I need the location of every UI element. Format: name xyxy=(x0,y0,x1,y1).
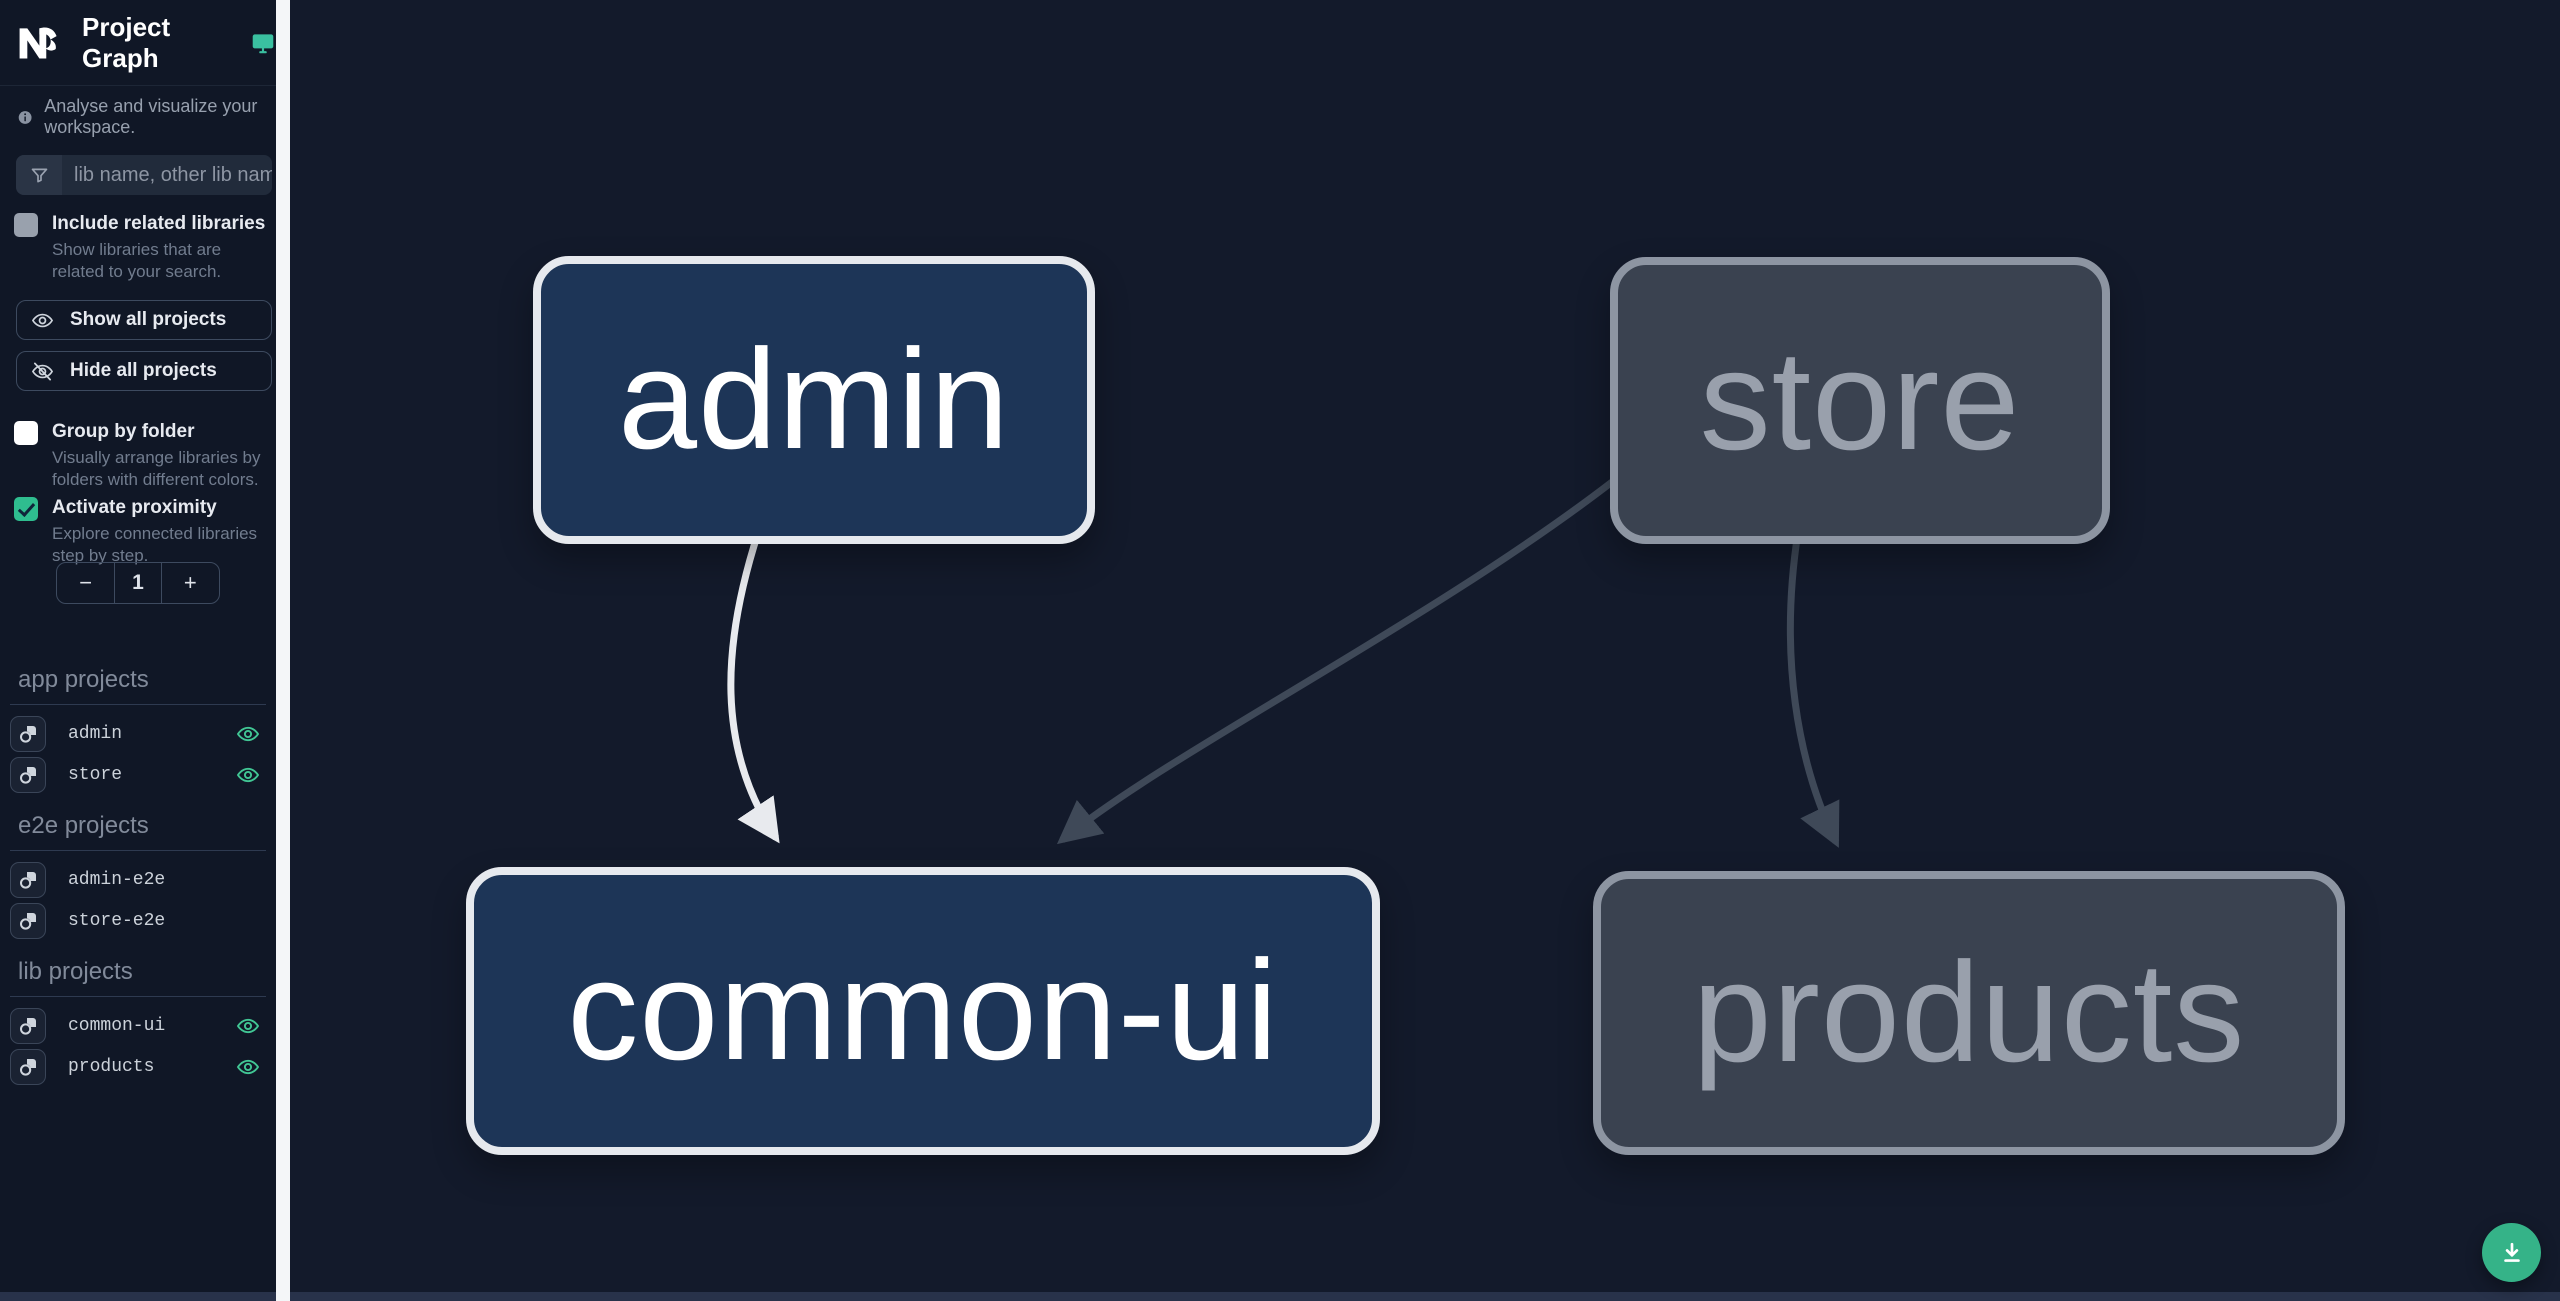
nx-logo-icon xyxy=(19,27,57,58)
focus-project-button[interactable] xyxy=(10,1048,46,1085)
activate-proximity-checkbox[interactable] xyxy=(14,497,38,521)
graph-node-label: products xyxy=(1692,933,2246,1092)
info-icon xyxy=(18,110,32,124)
project-row-admin: admin xyxy=(10,713,266,754)
graph-node-products[interactable]: products xyxy=(1593,871,2345,1155)
filter-funnel-icon xyxy=(16,155,62,195)
project-row-admin-e2e: admin-e2e xyxy=(10,859,266,900)
proximity-decrement-button[interactable]: − xyxy=(57,563,114,603)
graph-node-label: admin xyxy=(618,320,1010,479)
section-app-projects: app projects admin xyxy=(10,666,266,795)
focus-project-button[interactable] xyxy=(10,756,46,793)
focus-project-button[interactable] xyxy=(10,1007,46,1044)
edge-store-to-products xyxy=(1786,531,1840,848)
focus-icon xyxy=(20,766,36,784)
focus-icon xyxy=(20,871,36,889)
section-title: e2e projects xyxy=(10,812,266,851)
focus-project-button[interactable] xyxy=(10,861,46,898)
proximity-stepper: − 1 + xyxy=(56,562,220,604)
graph-node-common-ui[interactable]: common-ui xyxy=(466,867,1380,1155)
section-lib-projects: lib projects common-ui xyxy=(10,958,266,1087)
graph-node-store[interactable]: store xyxy=(1610,257,2110,544)
project-visible-eye-icon[interactable] xyxy=(236,763,260,787)
focus-icon xyxy=(20,912,36,930)
eye-off-icon xyxy=(31,361,54,381)
focus-project-button[interactable] xyxy=(10,715,46,752)
focus-icon xyxy=(20,1058,36,1076)
project-name: store xyxy=(68,764,123,785)
group-by-folder-label: Group by folder xyxy=(52,421,195,442)
eye-icon xyxy=(31,313,54,327)
edge-admin-to-common-ui xyxy=(727,531,780,844)
sidebar-header: Project Graph xyxy=(0,0,276,86)
search-box xyxy=(16,155,272,195)
graph-node-admin[interactable]: admin xyxy=(533,256,1095,544)
show-all-projects-label: Show all projects xyxy=(70,309,227,330)
sidebar: Project Graph Analyse and visualize your… xyxy=(0,0,276,1292)
show-all-projects-button[interactable]: Show all projects xyxy=(16,300,272,340)
group-by-folder-checkbox[interactable] xyxy=(14,421,38,445)
focus-icon xyxy=(20,725,36,743)
activate-proximity-label: Activate proximity xyxy=(52,497,217,518)
project-name: common-ui xyxy=(68,1015,166,1036)
project-visible-eye-icon[interactable] xyxy=(236,722,260,746)
project-name: store-e2e xyxy=(68,910,166,931)
tagline-text: Analyse and visualize your workspace. xyxy=(44,96,258,137)
project-visible-eye-icon[interactable] xyxy=(236,1014,260,1038)
project-row-products: products xyxy=(10,1046,266,1087)
download-icon xyxy=(2503,1242,2520,1262)
edge-store-to-common-ui xyxy=(1056,479,1615,845)
hide-all-projects-button[interactable]: Hide all projects xyxy=(16,351,272,391)
section-e2e-projects: e2e projects admin-e2e xyxy=(10,812,266,941)
include-related-description: Show libraries that are related to your … xyxy=(52,239,222,281)
project-row-store-e2e: store-e2e xyxy=(10,900,266,941)
graph-node-label: common-ui xyxy=(567,931,1279,1090)
activate-proximity-option: Activate proximity Explore connected lib… xyxy=(14,496,264,567)
project-row-common-ui: common-ui xyxy=(10,1005,266,1046)
include-related-label: Include related libraries xyxy=(52,213,266,234)
sidebar-resizer[interactable] xyxy=(276,0,290,1301)
section-title: lib projects xyxy=(10,958,266,997)
monitor-icon xyxy=(252,33,274,53)
project-row-store: store xyxy=(10,754,266,795)
group-by-folder-description: Visually arrange libraries by folders wi… xyxy=(52,447,261,489)
theme-system-button[interactable] xyxy=(250,30,276,56)
proximity-increment-button[interactable]: + xyxy=(162,563,219,603)
bottom-strip xyxy=(0,1292,2560,1301)
proximity-value[interactable]: 1 xyxy=(114,563,162,603)
project-visible-eye-icon[interactable] xyxy=(236,1055,260,1079)
section-title: app projects xyxy=(10,666,266,705)
include-related-checkbox[interactable] xyxy=(14,213,38,237)
search-input[interactable] xyxy=(62,155,272,195)
focus-project-button[interactable] xyxy=(10,902,46,939)
project-name: admin xyxy=(68,723,123,744)
group-by-folder-option: Group by folder Visually arrange librari… xyxy=(14,420,264,491)
project-name: products xyxy=(68,1056,155,1077)
focus-icon xyxy=(20,1017,36,1035)
tagline-row: Analyse and visualize your workspace. xyxy=(18,96,276,138)
project-name: admin-e2e xyxy=(68,869,166,890)
activate-proximity-description: Explore connected libraries step by step… xyxy=(52,523,258,565)
app-title: Project Graph xyxy=(82,11,171,73)
graph-node-label: store xyxy=(1699,320,2021,480)
include-related-option: Include related libraries Show libraries… xyxy=(14,212,265,283)
download-graph-button[interactable] xyxy=(2482,1223,2541,1282)
hide-all-projects-label: Hide all projects xyxy=(70,360,217,381)
